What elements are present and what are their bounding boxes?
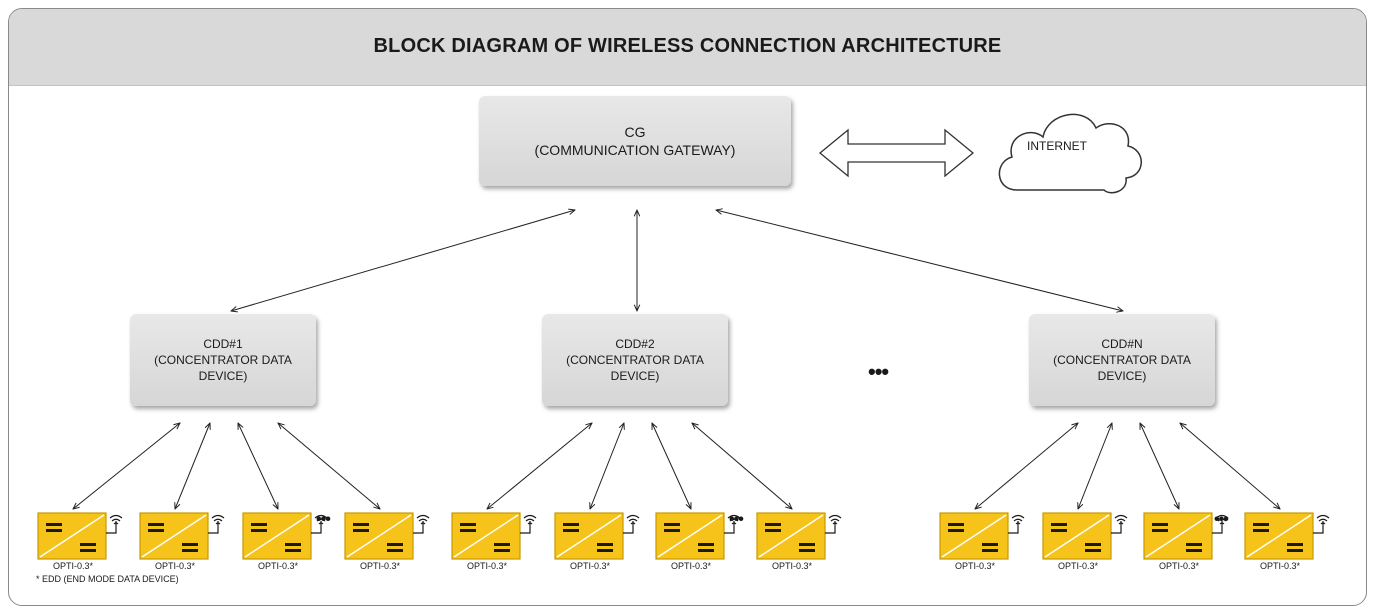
device-label: OPTI-0.3* — [954, 561, 995, 571]
inverter-device-icon — [451, 512, 521, 560]
device-label: OPTI-0.3* — [1158, 561, 1199, 571]
device-label: OPTI-0.3* — [154, 561, 195, 571]
inverter-device-icon — [655, 512, 725, 560]
concentrator-box-n: CDD#N (CONCENTRATOR DATA DEVICE) — [1029, 314, 1215, 406]
inverter-device-icon — [939, 512, 1009, 560]
device-ellipsis-group-1: ••• — [316, 511, 331, 528]
inverter-device-icon — [139, 512, 209, 560]
link-cdd1-device-3 — [238, 423, 278, 509]
inverter-device-icon — [344, 512, 414, 560]
concentrator-box-2: CDD#2 (CONCENTRATOR DATA DEVICE) — [542, 314, 728, 406]
device-ellipsis-group-2: ••• — [729, 511, 744, 528]
concentrator-name: CDD#1 — [203, 337, 243, 351]
link-cdd1-device-1 — [73, 423, 180, 509]
concentrator-box-1: CDD#1 (CONCENTRATOR DATA DEVICE) — [130, 314, 316, 406]
link-cddn-device-4 — [1180, 423, 1280, 509]
device-ellipsis-group-n: ••• — [1214, 511, 1229, 528]
link-gateway-cddn — [716, 210, 1123, 311]
concentrator-name: CDD#2 — [615, 337, 655, 351]
concentrator-description: (CONCENTRATOR DATA DEVICE) — [154, 353, 292, 383]
device-label: OPTI-0.3* — [569, 561, 610, 571]
device-label: OPTI-0.3* — [1057, 561, 1098, 571]
connection-arrows — [73, 210, 1280, 509]
device-label: OPTI-0.3* — [466, 561, 507, 571]
link-cdd2-device-4 — [692, 423, 792, 509]
link-cdd2-device-1 — [487, 423, 592, 509]
link-cddn-device-3 — [1140, 423, 1179, 509]
device-label: OPTI-0.3* — [771, 561, 812, 571]
concentrator-ellipsis: ••• — [868, 359, 889, 384]
device-label: OPTI-0.3* — [1259, 561, 1300, 571]
communication-gateway-box: CG (COMMUNICATION GATEWAY) — [479, 96, 791, 186]
link-cdd2-device-3 — [652, 423, 691, 509]
inverter-device-icon — [1143, 512, 1213, 560]
wireless-signal-icon — [825, 514, 842, 534]
link-cdd1-device-2 — [175, 423, 210, 509]
internet-label: INTERNET — [1027, 139, 1087, 153]
device-label: OPTI-0.3* — [359, 561, 400, 571]
wireless-signal-icon — [1111, 514, 1128, 534]
wireless-signal-icon — [520, 514, 537, 534]
concentrator-description: (CONCENTRATOR DATA DEVICE) — [1053, 353, 1191, 383]
link-cddn-device-1 — [975, 423, 1078, 509]
gateway-internet-double-arrow — [818, 128, 975, 178]
inverter-device-icon — [554, 512, 624, 560]
inverter-device-icon — [37, 512, 107, 560]
link-gateway-cdd1 — [231, 210, 575, 311]
end-devices — [37, 512, 1330, 560]
wireless-signal-icon — [623, 514, 640, 534]
wireless-signal-icon — [1313, 514, 1330, 534]
wireless-signal-icon — [413, 514, 430, 534]
inverter-device-icon — [242, 512, 312, 560]
diagram-title: BLOCK DIAGRAM OF WIRELESS CONNECTION ARC… — [373, 34, 1002, 57]
link-cdd1-device-4 — [278, 423, 380, 509]
device-label: OPTI-0.3* — [670, 561, 711, 571]
footnote: * EDD (END MODE DATA DEVICE) — [36, 574, 179, 584]
gateway-description: (COMMUNICATION GATEWAY) — [534, 142, 736, 158]
device-label: OPTI-0.3* — [257, 561, 298, 571]
wireless-signal-icon — [208, 514, 225, 534]
gateway-name: CG — [624, 124, 646, 140]
title-bar: BLOCK DIAGRAM OF WIRELESS CONNECTION ARC… — [9, 9, 1366, 86]
concentrator-name: CDD#N — [1101, 337, 1143, 351]
wireless-signal-icon — [106, 514, 123, 534]
inverter-device-icon — [1042, 512, 1112, 560]
inverter-device-icon — [756, 512, 826, 560]
wireless-signal-icon — [311, 514, 328, 534]
wireless-signal-icon — [1008, 514, 1025, 534]
link-cdd2-device-2 — [590, 423, 624, 509]
cloud-icon — [998, 113, 1142, 194]
wireless-signal-icon — [1212, 514, 1229, 534]
device-label: OPTI-0.3* — [52, 561, 93, 571]
wireless-signal-icon — [724, 514, 741, 534]
concentrator-description: (CONCENTRATOR DATA DEVICE) — [566, 353, 704, 383]
link-cddn-device-2 — [1078, 423, 1112, 509]
inverter-device-icon — [1244, 512, 1314, 560]
